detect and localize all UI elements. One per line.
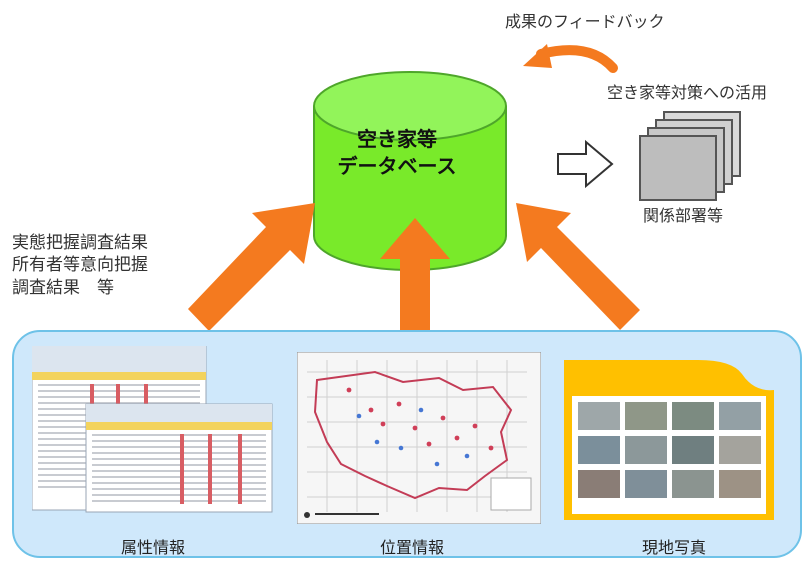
input-note-line-3: 調査結果 等 bbox=[12, 277, 114, 298]
output-arrow bbox=[557, 139, 614, 189]
arrow-center bbox=[380, 218, 450, 335]
photo-caption: 現地写真 bbox=[642, 538, 707, 557]
arrow-left bbox=[188, 203, 315, 331]
arrow-right bbox=[516, 203, 640, 330]
location-caption: 位置情報 bbox=[380, 538, 445, 557]
attribute-caption: 属性情報 bbox=[121, 538, 186, 557]
input-notes: 実態把握調査結果 所有者等意向把握 調査結果 等 bbox=[12, 232, 232, 299]
attribute-screenshot bbox=[32, 346, 273, 513]
database-title: 空き家等 データベース bbox=[322, 126, 472, 180]
database-title-line2: データベース bbox=[337, 154, 457, 178]
feedback-label: 成果のフィードバック bbox=[505, 12, 665, 31]
input-note-line-2: 所有者等意向把握 bbox=[12, 255, 148, 276]
location-map bbox=[297, 352, 541, 524]
input-note-line-1: 実態把握調査結果 bbox=[12, 233, 148, 253]
documents-icon bbox=[639, 111, 741, 201]
departments-label: 関係部署等 bbox=[643, 206, 724, 225]
usage-label: 空き家等対策への活用 bbox=[607, 83, 768, 102]
site-photos bbox=[564, 360, 774, 520]
database-cylinder bbox=[313, 71, 507, 271]
database-title-line1: 空き家等 bbox=[357, 127, 437, 151]
feedback-arrow bbox=[523, 44, 618, 73]
